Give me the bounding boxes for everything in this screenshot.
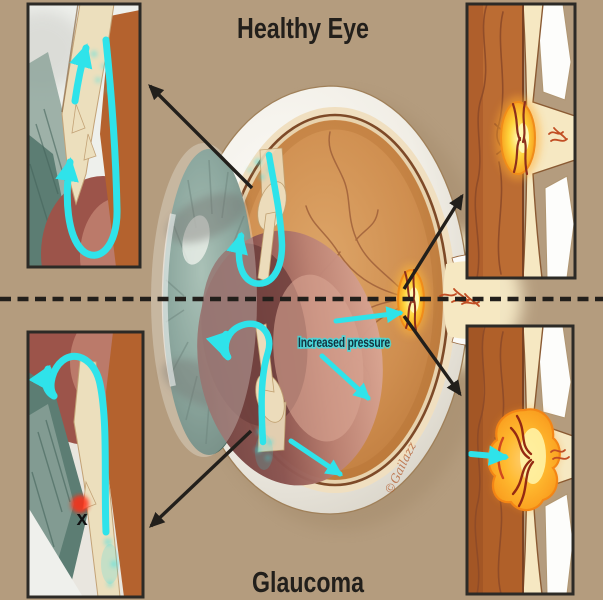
connector-arrow-bottom-right: [402, 315, 462, 397]
inset-border: [465, 324, 575, 596]
inset-border: [465, 2, 577, 280]
lens: [197, 230, 383, 486]
connector-arrow-bottom-left: [149, 429, 253, 528]
inset-border: [26, 330, 145, 599]
inset-glaucoma-optic-nerve: [465, 324, 575, 596]
inset-flow-arrows: [55, 36, 121, 259]
flow-dots: [255, 428, 273, 461]
aqueous-flow-arrow-blocked: [205, 320, 273, 470]
increased-pressure-label: Increased pressure: [298, 334, 390, 350]
inset-border: [26, 2, 142, 269]
flow-dots: [247, 158, 273, 180]
inset-flow-arrows: [28, 352, 110, 536]
sclera-wedge: [28, 507, 83, 597]
title-glaucoma: Glaucoma: [252, 567, 365, 599]
pressure-arrows: [288, 306, 404, 477]
connector-arrows: [148, 84, 464, 528]
blockage-x-marker: x: [76, 508, 87, 530]
nerve-vessels: [439, 288, 480, 307]
pressure-arrow-down: [288, 438, 343, 477]
connector-arrow-top-right: [402, 193, 464, 290]
aqueous-flow-arrow-healthy: [226, 151, 286, 287]
pressure-arrow-into-disc: [468, 445, 510, 466]
connector-arrow-top-left: [148, 84, 254, 190]
inset-glaucoma-angle: x: [26, 330, 145, 599]
pressure-arrow-downright: [319, 353, 371, 401]
pressure-arrow-right: [333, 306, 404, 324]
inset-healthy-angle: [26, 2, 142, 269]
inset-healthy-optic-nerve: [465, 2, 577, 280]
blockage-glow: [71, 495, 89, 513]
title-healthy-eye: Healthy Eye: [237, 13, 369, 45]
